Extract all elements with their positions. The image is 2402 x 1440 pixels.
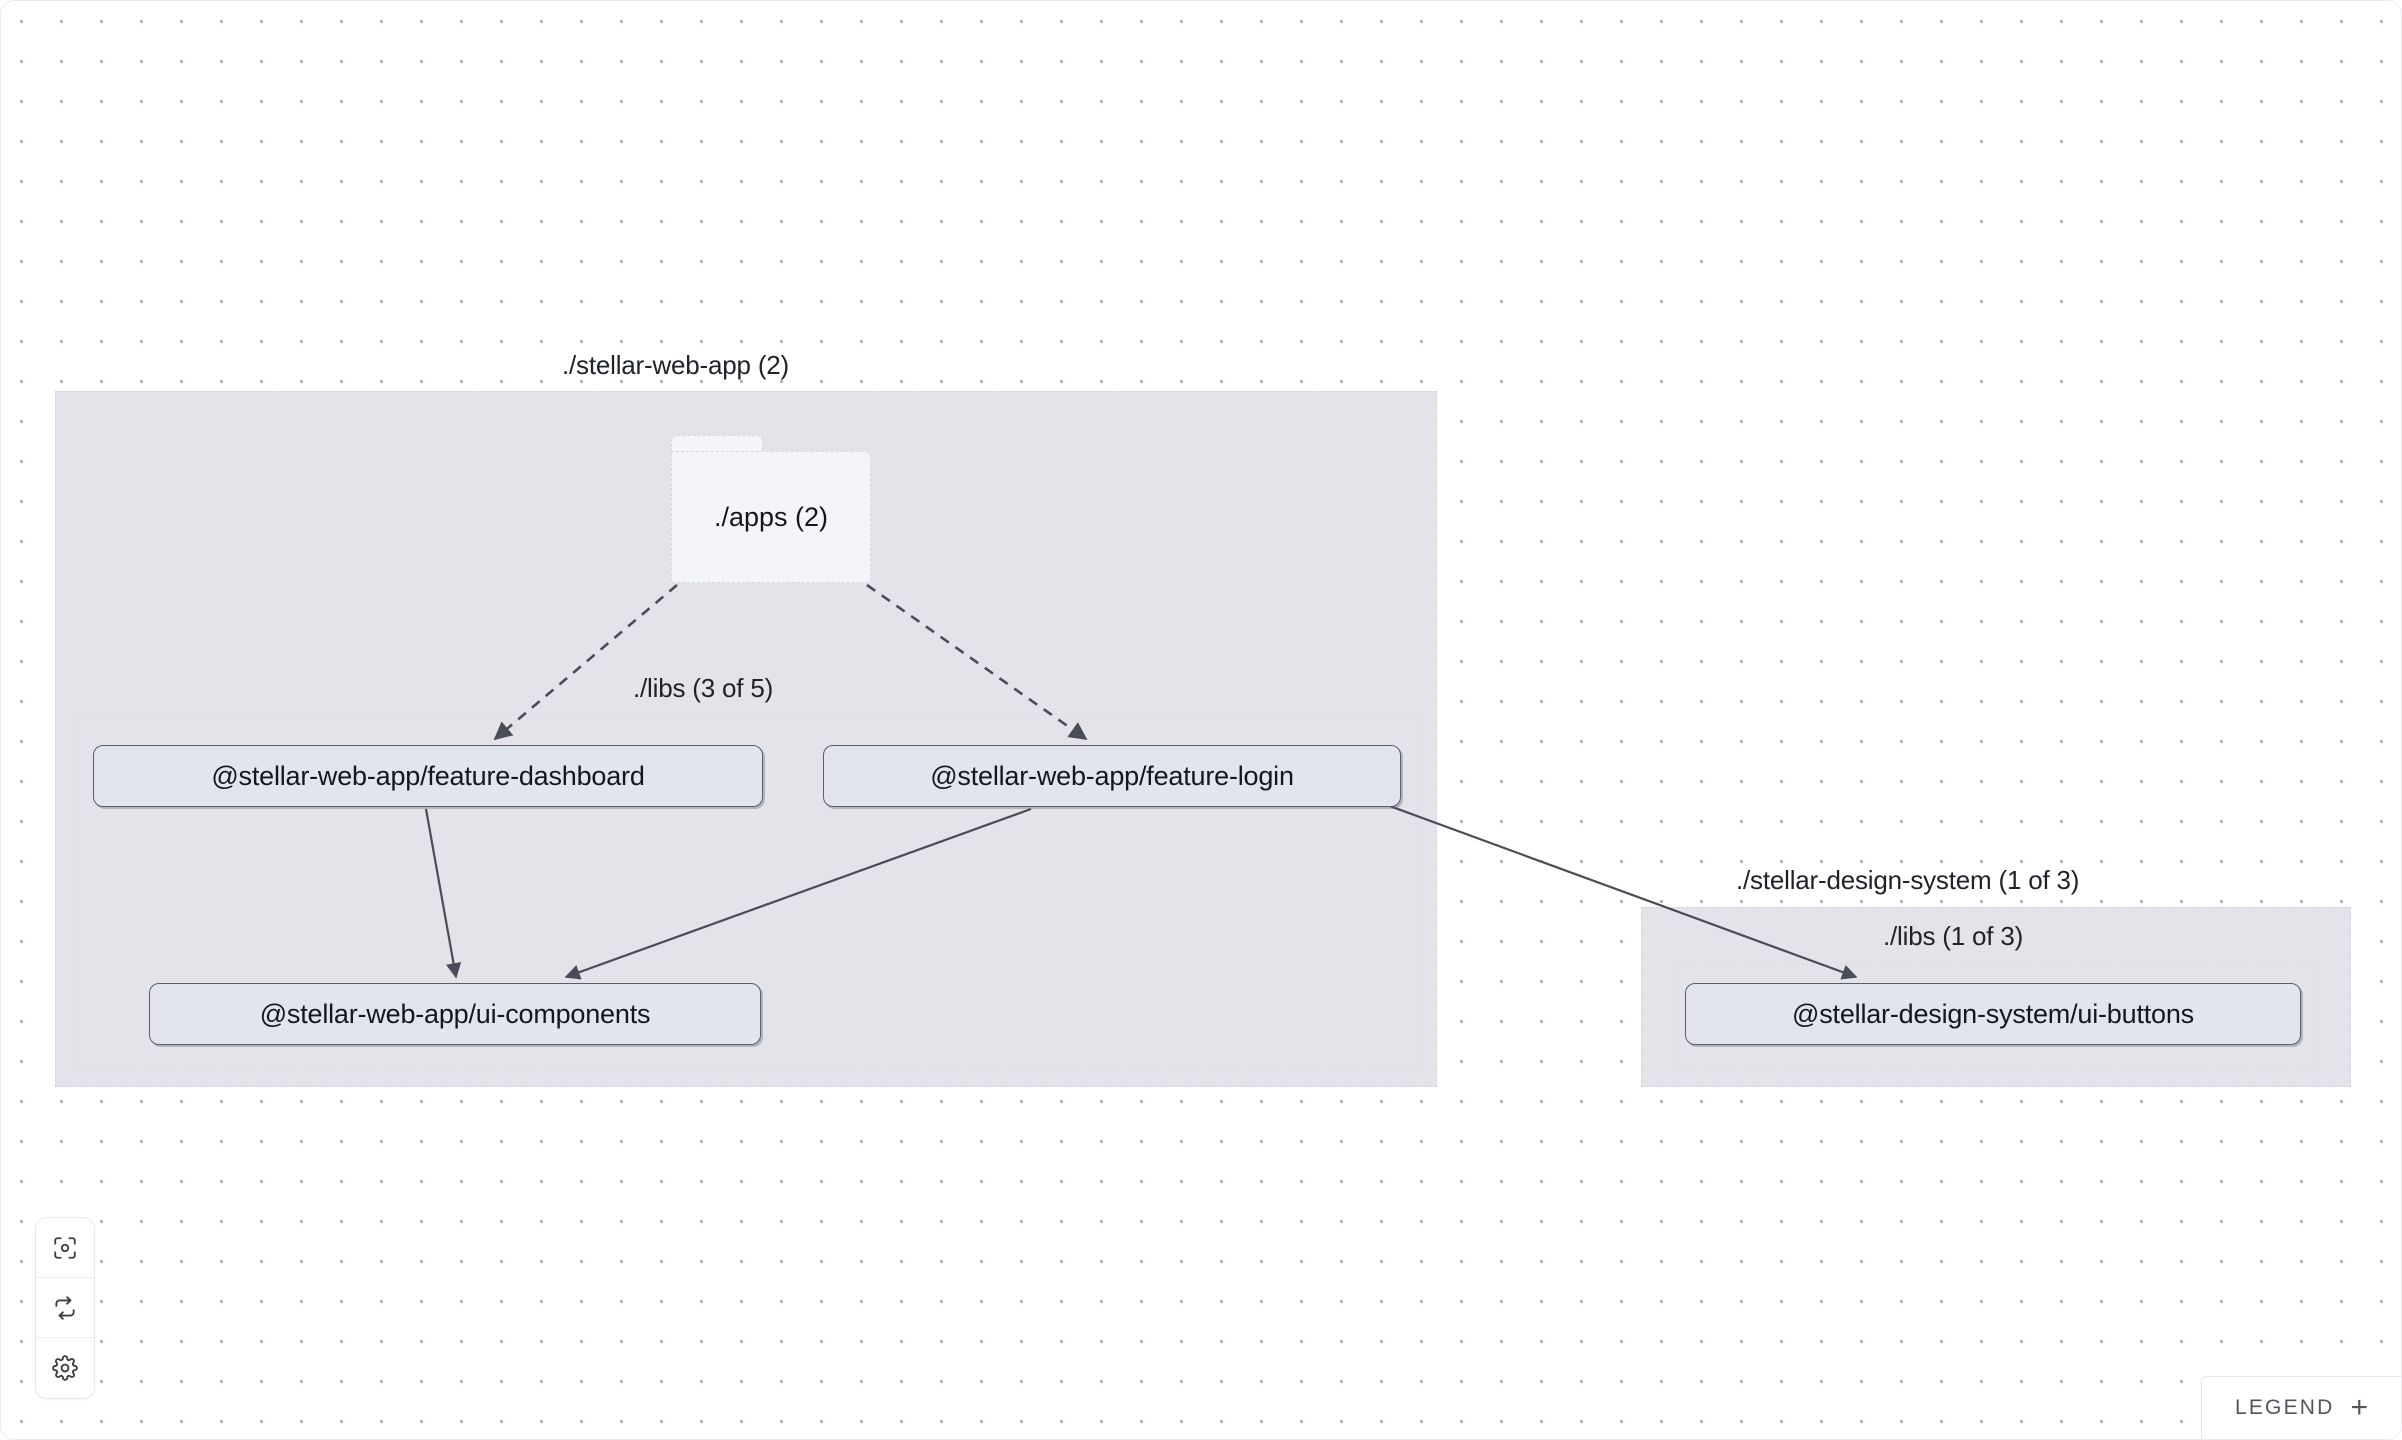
legend-label: LEGEND bbox=[2234, 1396, 2335, 1419]
project-node-label: @stellar-web-app/feature-dashboard bbox=[211, 760, 645, 791]
group-label-stellar-web-app-libs: ./libs (3 of 5) bbox=[633, 673, 774, 703]
group-label-stellar-design-system: ./stellar-design-system (1 of 3) bbox=[1736, 865, 2080, 895]
project-node-ui-buttons[interactable]: @stellar-design-system/ui-buttons bbox=[1685, 983, 2301, 1045]
refresh-icon bbox=[52, 1295, 78, 1321]
project-node-ui-components[interactable]: @stellar-web-app/ui-components bbox=[149, 983, 761, 1045]
project-node-label: @stellar-web-app/ui-components bbox=[259, 998, 651, 1029]
refresh-graph-button[interactable] bbox=[36, 1278, 94, 1338]
project-node-label: @stellar-design-system/ui-buttons bbox=[1792, 998, 2194, 1029]
project-node-feature-login[interactable]: @stellar-web-app/feature-login bbox=[823, 745, 1401, 807]
group-label-stellar-web-app: ./stellar-web-app (2) bbox=[562, 350, 789, 380]
legend-expand-icon: + bbox=[2350, 1391, 2369, 1424]
folder-tab-icon bbox=[671, 435, 763, 453]
folder-label: ./apps (2) bbox=[671, 451, 871, 583]
gear-icon bbox=[52, 1355, 78, 1381]
settings-button[interactable] bbox=[36, 1338, 94, 1398]
project-node-feature-dashboard[interactable]: @stellar-web-app/feature-dashboard bbox=[93, 745, 763, 807]
focus-target-icon bbox=[52, 1235, 78, 1261]
project-node-label: @stellar-web-app/feature-login bbox=[930, 760, 1294, 791]
folder-node-apps[interactable]: ./apps (2) bbox=[671, 435, 871, 583]
group-label-stellar-design-system-libs: ./libs (1 of 3) bbox=[1883, 921, 2024, 951]
legend-button[interactable]: LEGEND + bbox=[2201, 1376, 2401, 1439]
group-stellar-design-system-libs[interactable] bbox=[1676, 964, 2316, 1069]
graph-toolbar[interactable] bbox=[35, 1217, 95, 1399]
focus-graph-button[interactable] bbox=[36, 1218, 94, 1278]
